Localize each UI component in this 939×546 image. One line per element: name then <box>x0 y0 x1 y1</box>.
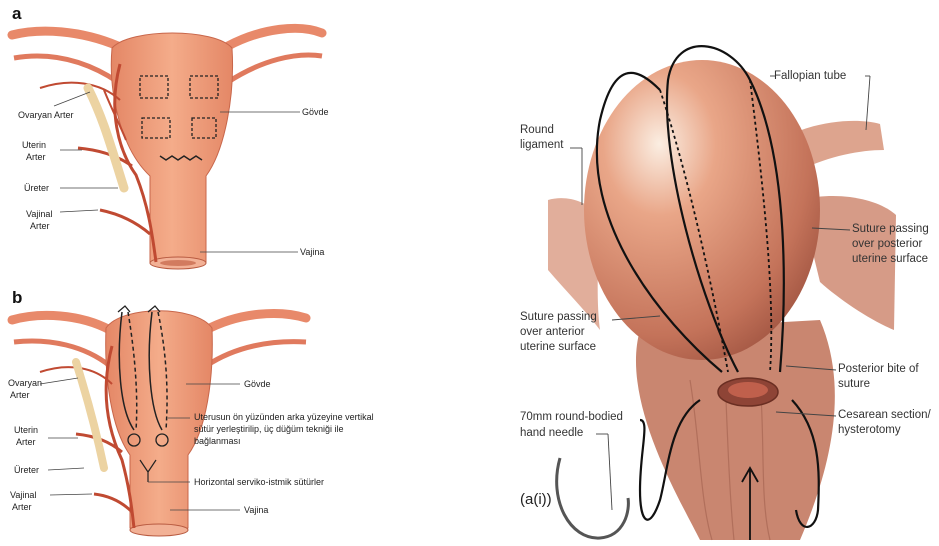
panel-a-label-uterin-2: Arter <box>26 152 46 162</box>
panel-b: b <box>8 288 374 536</box>
panel-a: a <box>12 4 329 269</box>
panel-b-label-suture-3: bağlanması <box>194 436 241 446</box>
panel-c-label-posterior-surface-2: over posterior <box>852 238 922 250</box>
panel-c-label-round-1: Round <box>520 124 554 136</box>
panel-c-label-cesarean-1: Cesarean section/ <box>838 409 931 421</box>
panel-c-label-fallopian-tube: Fallopian tube <box>774 70 846 82</box>
panel-c-label-cesarean-2: hysterotomy <box>838 424 901 436</box>
panel-b-label-ovaryan-2: Arter <box>10 390 30 400</box>
panel-c-label-anterior-surface-1: Suture passing <box>520 311 597 323</box>
panel-b-label-vajina: Vajina <box>244 505 268 515</box>
panel-a-label-govde: Gövde <box>302 107 329 117</box>
panel-c-label-needle-1: 70mm round-bodied <box>520 411 623 423</box>
round-bodied-needle-icon <box>557 458 629 538</box>
panel-c-label-needle-2: hand needle <box>520 427 583 439</box>
panel-b-label-uterin-2: Arter <box>16 437 36 447</box>
panel-c-letter: (a(i)) <box>520 491 552 508</box>
panel-c-label-posterior-surface-3: uterine surface <box>852 253 928 265</box>
panel-c: Fallopian tube Round ligament Suture pas… <box>520 46 931 540</box>
panel-b-label-vajinal-1: Vajinal <box>10 490 36 500</box>
panel-c-label-anterior-surface-3: uterine surface <box>520 341 596 353</box>
panel-c-label-posterior-surface-1: Suture passing <box>852 223 929 235</box>
panel-b-letter: b <box>12 288 22 307</box>
panel-a-label-ovaryan: Ovaryan Arter <box>18 110 74 120</box>
panel-b-label-govde: Gövde <box>244 379 271 389</box>
panel-a-uterus-illustration <box>12 28 322 269</box>
panel-a-label-vajina: Vajina <box>300 247 324 257</box>
panel-c-label-posterior-bite-2: suture <box>838 378 870 390</box>
panel-c-uterus-illustration <box>548 60 896 540</box>
panel-a-label-ureter: Üreter <box>24 183 49 193</box>
panel-c-label-posterior-bite-1: Posterior bite of <box>838 363 919 375</box>
panel-a-label-uterin-1: Uterin <box>22 140 46 150</box>
panel-c-label-round-2: ligament <box>520 139 564 151</box>
panel-b-label-horizontal: Horizontal serviko-istmik sütürler <box>194 477 324 487</box>
panel-b-label-vajinal-2: Arter <box>12 502 32 512</box>
panel-a-letter: a <box>12 4 22 23</box>
panel-b-label-uterin-1: Uterin <box>14 425 38 435</box>
panel-b-label-suture-1: Uterusun ön yüzünden arka yüzeyine verti… <box>194 412 374 422</box>
panel-a-label-vajinal-1: Vajinal <box>26 209 52 219</box>
panel-b-label-ureter: Üreter <box>14 465 39 475</box>
panel-a-label-vajinal-2: Arter <box>30 221 50 231</box>
panel-b-label-suture-2: sütür yerleştirilip, üç düğüm tekniği il… <box>194 424 344 434</box>
panel-c-label-anterior-surface-2: over anterior <box>520 326 585 338</box>
panel-b-label-ovaryan-1: Ovaryan <box>8 378 42 388</box>
